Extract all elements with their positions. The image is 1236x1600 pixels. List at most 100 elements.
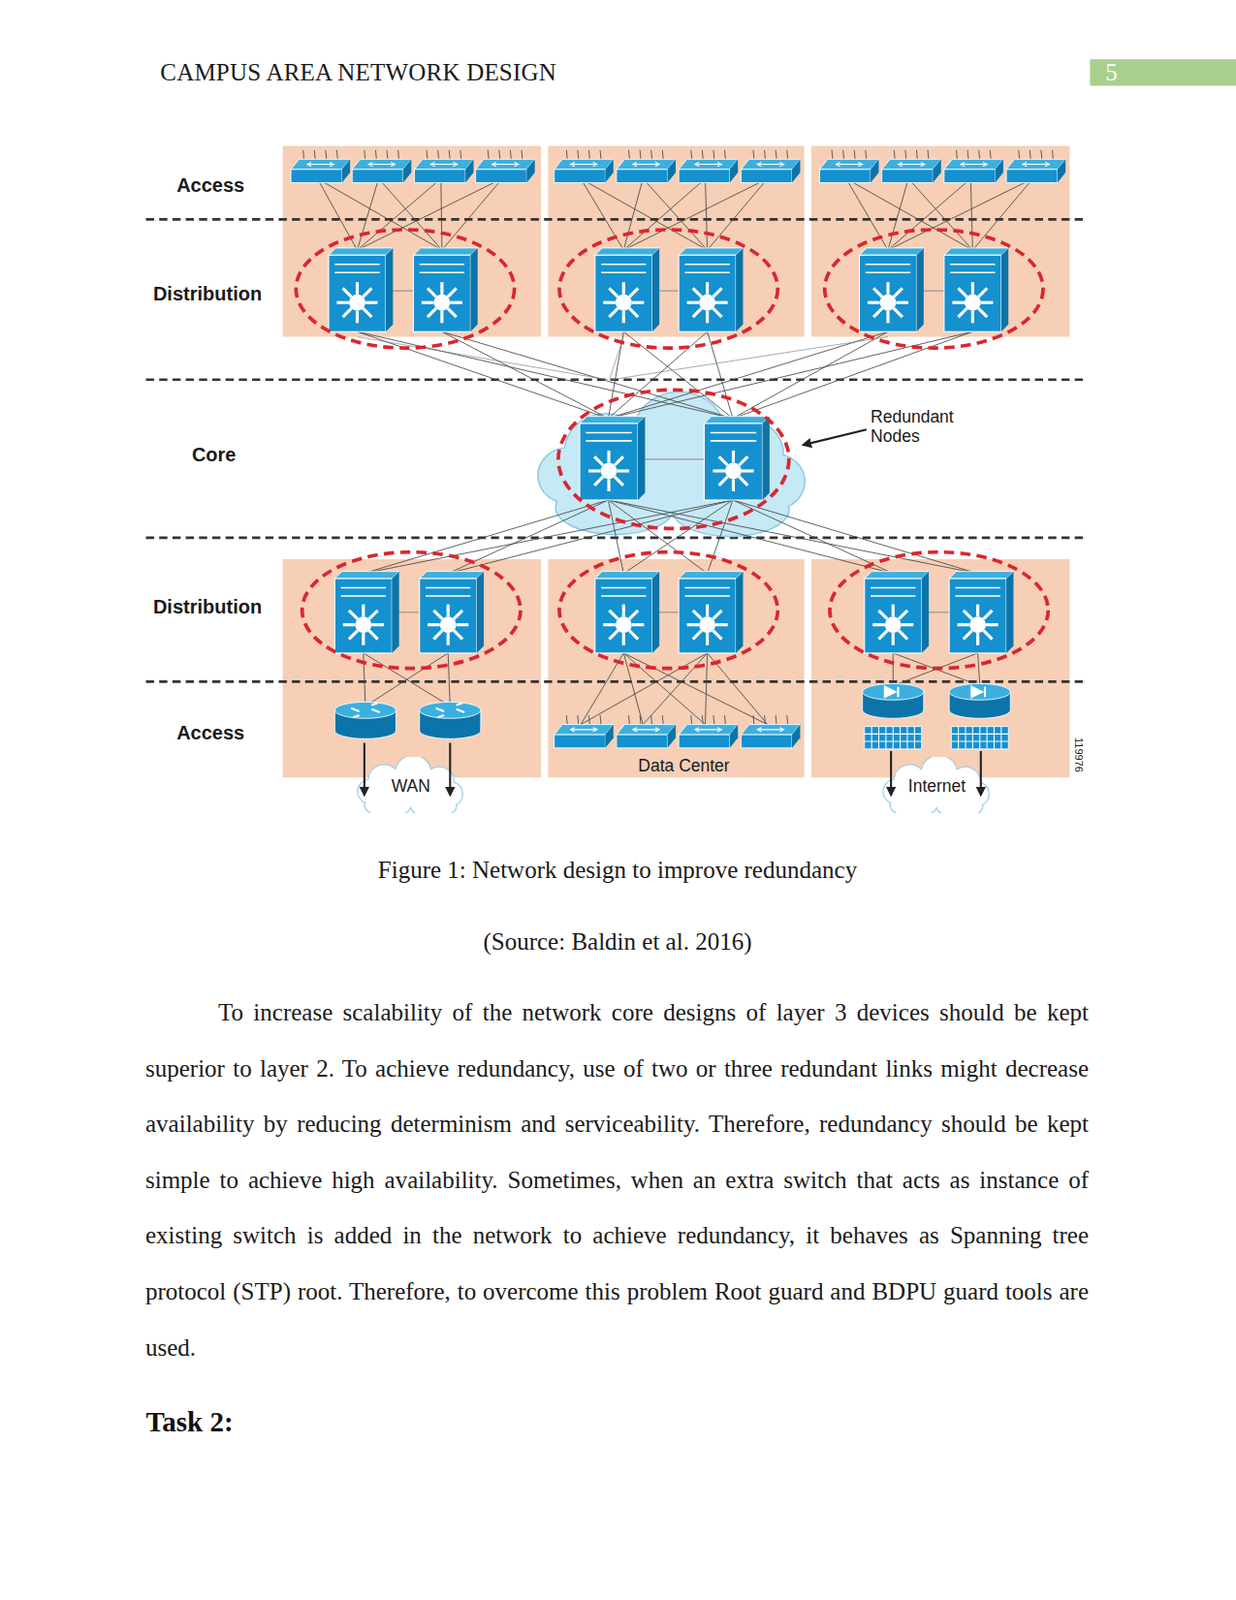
multilayer-switch (678, 248, 743, 255)
wire (957, 287, 967, 297)
cloud-outline (357, 757, 463, 814)
redundancy-ring (559, 552, 778, 669)
switch-hub (433, 294, 450, 312)
multilayer-switch (334, 578, 392, 654)
wire (447, 287, 457, 297)
wire (623, 653, 767, 726)
layer-label: Distribution (153, 596, 262, 619)
wire (732, 500, 893, 574)
wire (623, 653, 705, 726)
wire (442, 178, 503, 251)
router-arrows (350, 702, 380, 718)
firewall-symbol (885, 687, 899, 698)
access-switch (678, 169, 730, 184)
wire (316, 178, 357, 251)
switch-arrows (368, 161, 395, 166)
wire (741, 469, 755, 473)
wire (983, 610, 993, 620)
wire (446, 604, 450, 618)
access-switch (740, 158, 800, 170)
wire (356, 178, 441, 251)
redundancy-ring (829, 552, 1048, 669)
wire (594, 476, 603, 486)
section-heading: Task 2: (146, 1405, 234, 1438)
wire (963, 610, 973, 620)
switch-arrows (950, 264, 995, 273)
wire (705, 633, 709, 646)
wire (427, 287, 437, 297)
wire (594, 456, 603, 466)
wire (719, 456, 729, 466)
wire (715, 623, 729, 627)
multilayer-switch (595, 254, 653, 332)
node-label: Internet (908, 776, 966, 797)
multilayer-switch (703, 423, 762, 501)
switch-arrows (570, 728, 598, 732)
router (334, 701, 396, 719)
access-switch (465, 158, 474, 183)
wire (985, 623, 999, 627)
wire (446, 633, 450, 646)
wire (707, 178, 768, 251)
wire (608, 308, 618, 317)
redundancy-rings (295, 229, 1048, 669)
wire (914, 727, 916, 750)
multilayer-switch (1001, 248, 1009, 332)
access-switch (616, 158, 676, 170)
wire (607, 500, 707, 574)
access-switch (819, 158, 879, 170)
multilayer-switch (419, 578, 477, 654)
wire (632, 623, 645, 627)
access-switch (882, 158, 942, 170)
access-switch (729, 158, 738, 183)
access-switch (604, 158, 613, 183)
wire (447, 653, 450, 707)
multilayer-switch (579, 423, 638, 501)
access-switch (1057, 158, 1066, 183)
firewall-wall (950, 727, 1009, 750)
wire (629, 610, 638, 620)
running-header: CAMPUS AREA NETWORK DESIGN (159, 59, 557, 87)
wire (963, 631, 973, 640)
wire (348, 610, 358, 620)
wire (607, 500, 978, 574)
network-cloud: WAN (349, 757, 472, 814)
wire (878, 610, 888, 620)
multilayer-switch (944, 248, 1009, 255)
wire (614, 456, 624, 466)
wire (602, 301, 616, 305)
multilayer-switch (864, 571, 929, 579)
wire (607, 331, 888, 418)
switch-arrows (633, 161, 660, 166)
wire (614, 476, 624, 486)
redundancy-ring (558, 389, 790, 529)
wire (379, 178, 443, 251)
wire (622, 282, 626, 295)
wire (885, 727, 887, 750)
wire (893, 287, 903, 297)
figure-shape (811, 146, 1070, 338)
wire (891, 604, 895, 618)
multilayer-switch (334, 571, 399, 579)
wire (957, 623, 971, 627)
wire (355, 282, 359, 295)
wire (886, 282, 889, 295)
wire (623, 178, 643, 251)
wire (348, 631, 358, 640)
wire (899, 727, 901, 750)
node-label: WAN (391, 776, 431, 797)
access-switch (554, 734, 606, 749)
wire (976, 633, 980, 646)
page-number-bar (1089, 59, 1236, 86)
switch-arrows (601, 264, 646, 273)
wire (731, 478, 735, 492)
access-switch (819, 169, 871, 184)
wire (588, 469, 602, 473)
wire (363, 500, 609, 574)
wire (871, 727, 873, 750)
wire (732, 500, 979, 574)
switch-arrows (601, 588, 646, 597)
wire (363, 500, 733, 574)
multilayer-switch (385, 248, 393, 332)
wire (738, 456, 748, 466)
